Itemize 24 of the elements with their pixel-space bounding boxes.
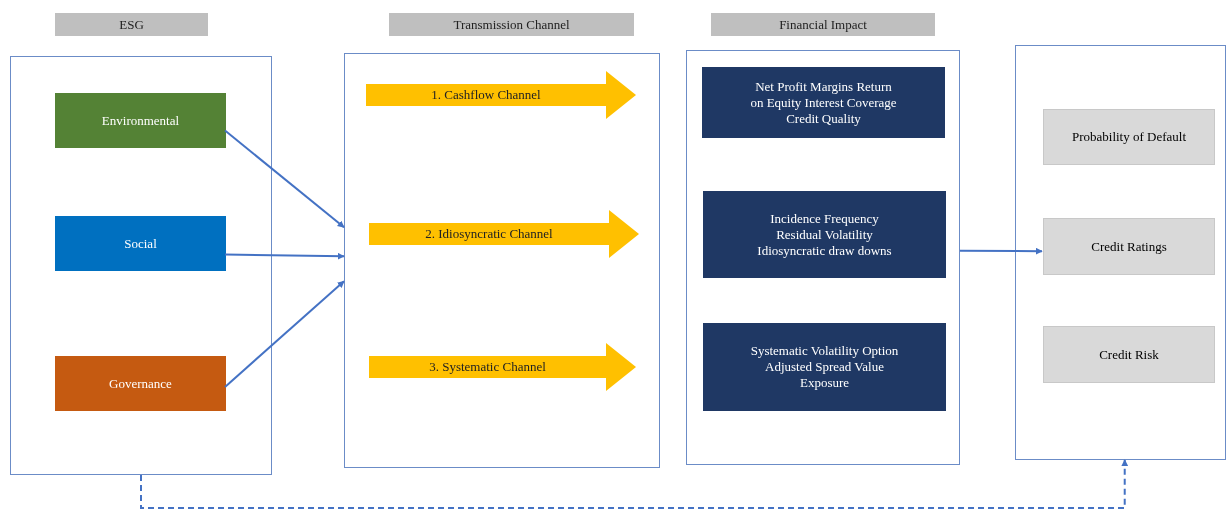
outcome-box: Credit Risk [1043,326,1215,383]
metric-box: Incidence Frequency Residual Volatility Idiosyncratic draw downs [703,191,946,278]
panel-heading: Transmission Channel [389,13,634,36]
dashed-arrow [140,459,1129,509]
arrow [224,252,345,260]
outcome-box: Credit Ratings [1043,218,1215,275]
channel-label: 2. Idiosyncratic Channel [424,225,554,244]
panel-heading: Financial Impact [711,13,935,36]
channel-label: 1. Cashflow Channel [430,86,542,105]
block-arrow [369,210,639,258]
arrow [959,247,1043,255]
arrow [224,280,345,388]
category-box: Environmental [55,93,226,148]
block-arrow [366,71,636,119]
metric-box: Systematic Volatility Option Adjusted Spread Value Exposure [703,323,946,411]
arrow [224,129,345,229]
panel [1015,45,1226,460]
metric-box: Net Profit Margins Return on Equity Interest Coverage Credit Quality [702,67,945,138]
outcome-box: Probability of Default [1043,109,1215,165]
block-arrow [369,343,636,391]
category-box: Social [55,216,226,271]
channel-label: 3. Systematic Channel [428,358,547,377]
panel-heading: ESG [55,13,208,36]
category-box: Governance [55,356,226,411]
